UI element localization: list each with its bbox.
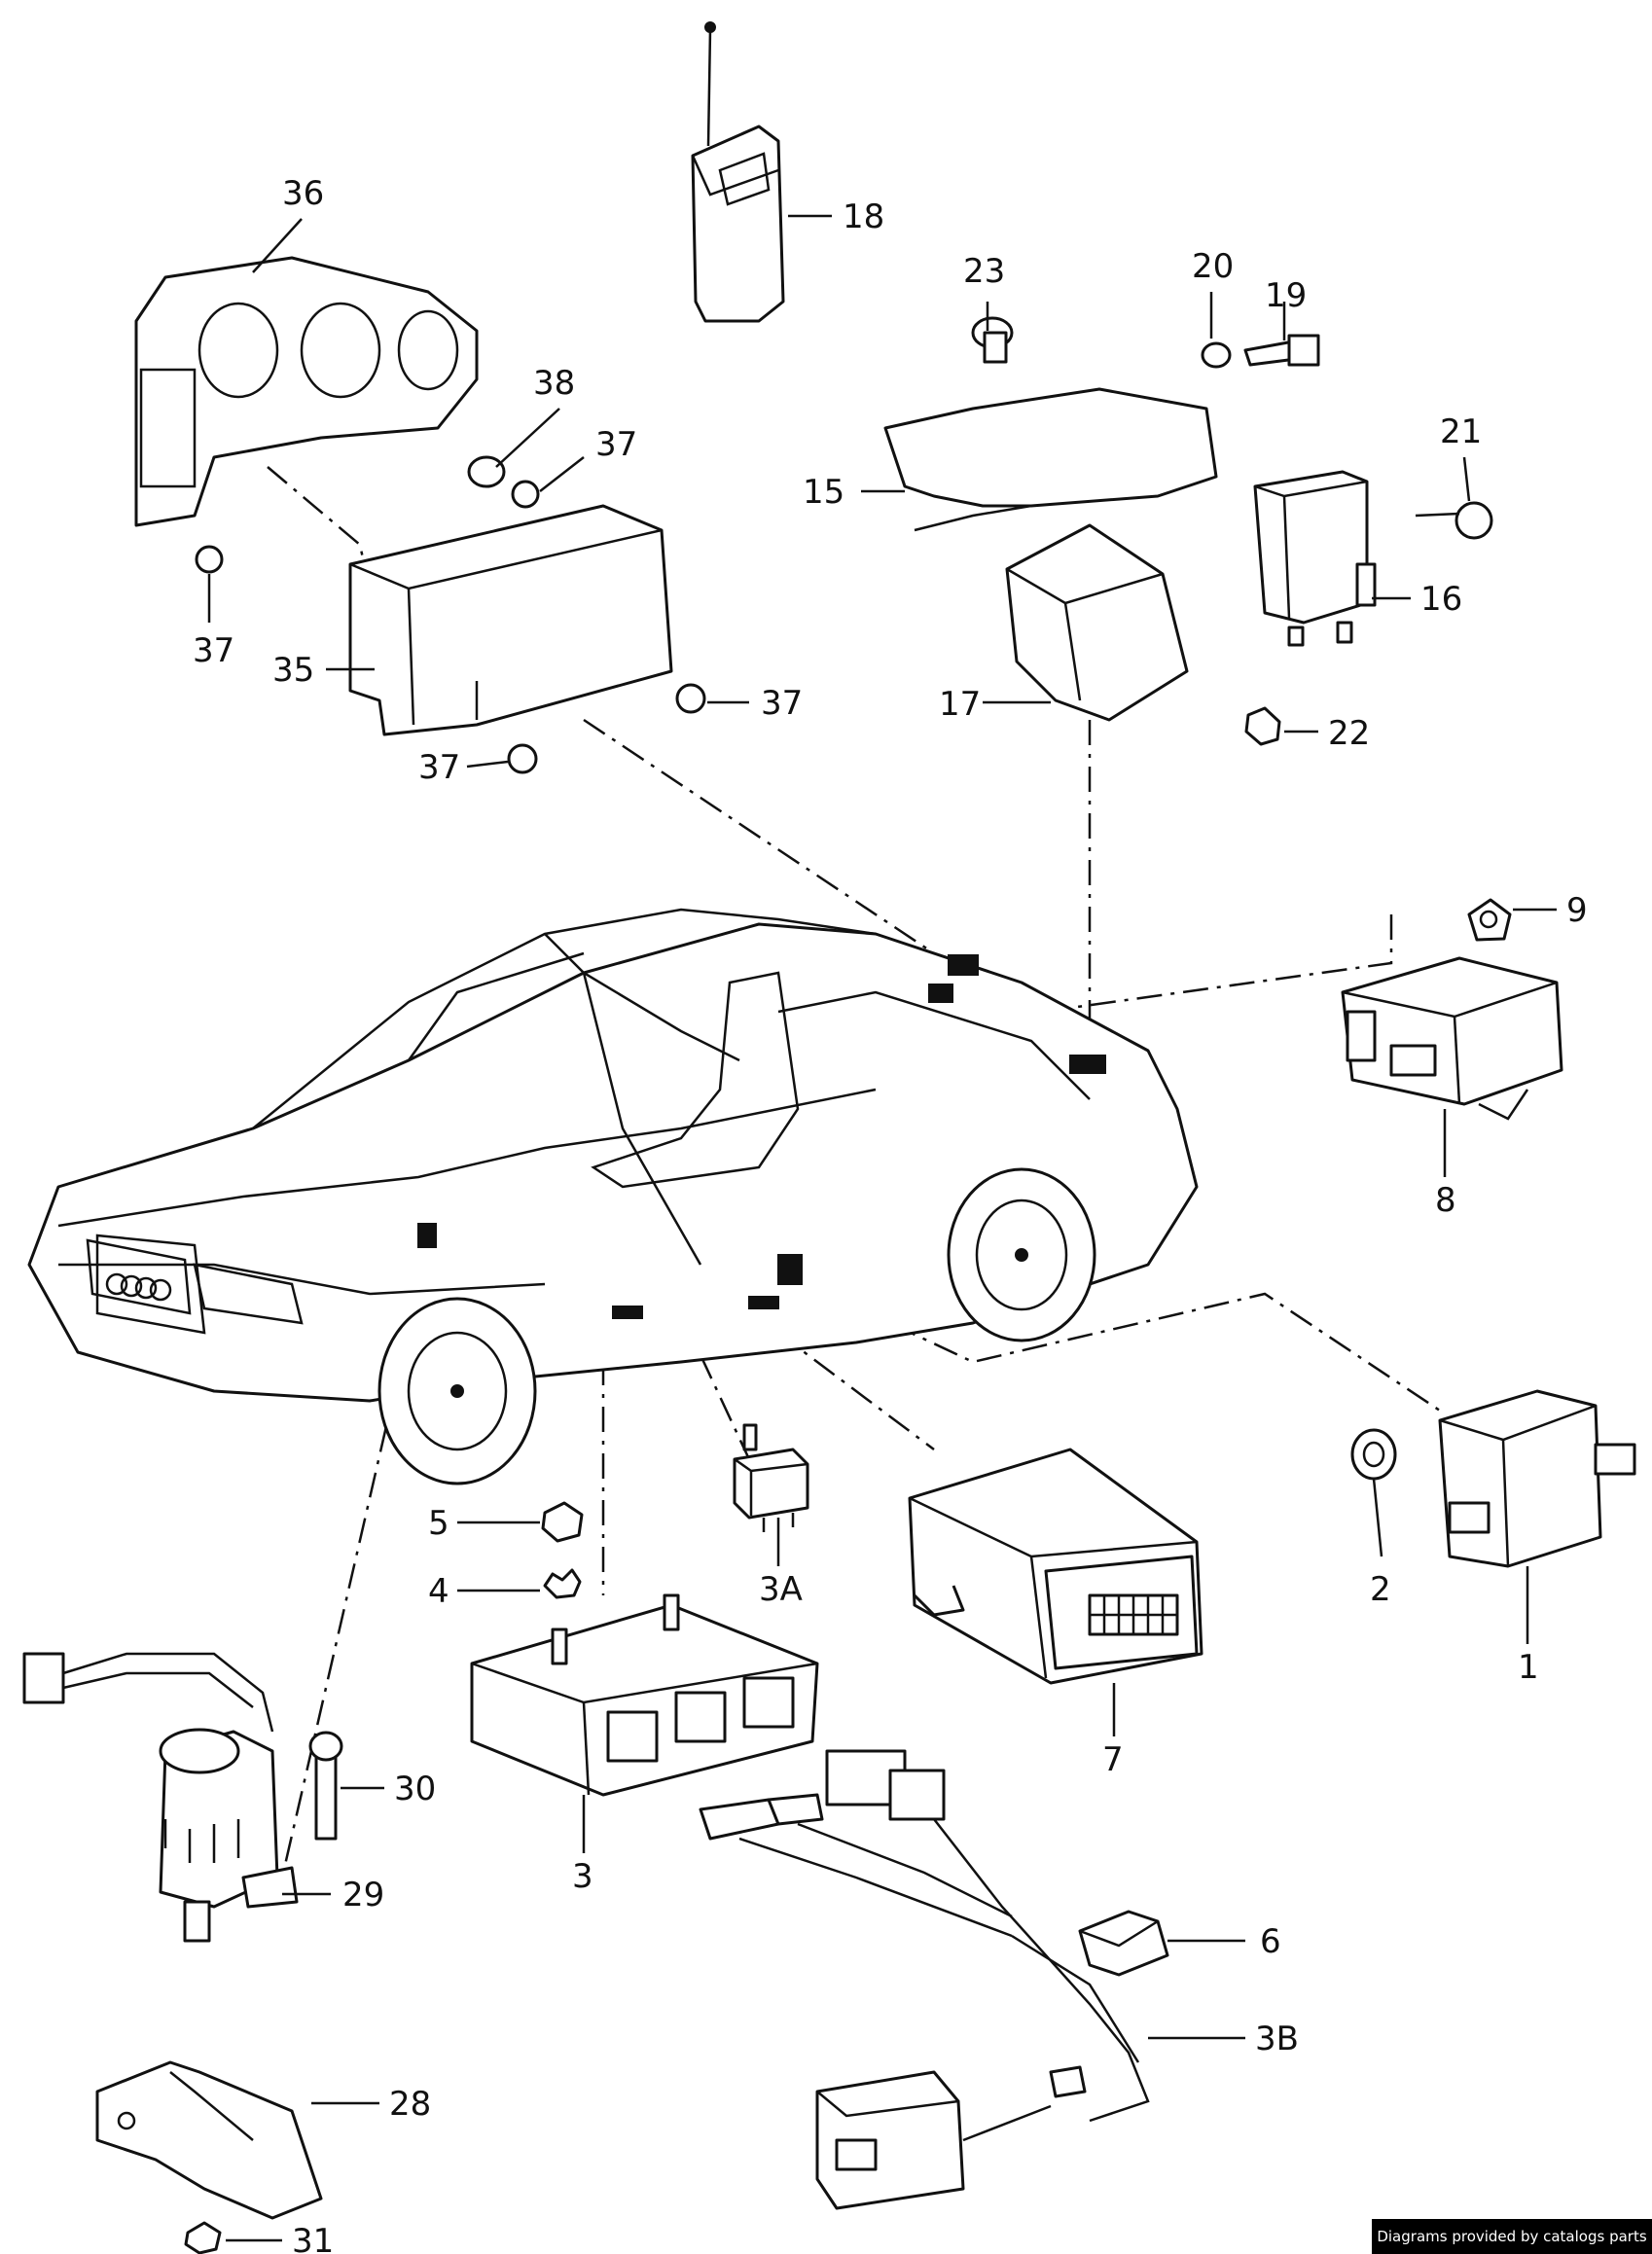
callout-7: 7 (1102, 1740, 1124, 1779)
callout-37a: 37 (595, 425, 637, 464)
part-36-bracket (134, 256, 479, 527)
nuts-37-38 (195, 455, 706, 774)
callout-6: 6 (1260, 1922, 1281, 1961)
callout-labels: 18 36 23 20 19 21 38 37 15 16 37 35 17 3… (193, 174, 1588, 2254)
part-7-control-unit (908, 1448, 1203, 1685)
callout-17: 17 (939, 685, 981, 724)
callout-18: 18 (843, 197, 884, 236)
callout-20: 20 (1192, 247, 1234, 286)
audi-rings-icon (105, 1272, 172, 1302)
callout-9: 9 (1566, 891, 1588, 930)
part-2-nut (1350, 1428, 1397, 1481)
front-wheel-icon (377, 1297, 537, 1485)
callout-30: 30 (394, 1770, 436, 1808)
callout-37c: 37 (761, 684, 803, 723)
leader-lines (207, 214, 1557, 2242)
callout-5: 5 (428, 1504, 449, 1543)
callout-3a: 3A (759, 1570, 803, 1609)
callout-31: 31 (292, 2222, 334, 2254)
callout-3b: 3B (1255, 2020, 1299, 2058)
callout-37b: 37 (193, 631, 234, 670)
car-body (27, 908, 1199, 1485)
part-3a-relay (733, 1423, 809, 1532)
part-15-bracket (883, 387, 1218, 532)
part-17-control-unit (1005, 523, 1189, 722)
callout-38: 38 (533, 364, 575, 403)
callout-16: 16 (1420, 580, 1462, 619)
callout-19: 19 (1265, 276, 1307, 315)
part-4-washer (543, 1568, 582, 1599)
callout-8: 8 (1435, 1181, 1456, 1220)
part-28-29-30-31-actuator (22, 1652, 343, 2254)
part-1-control-unit (1438, 1389, 1636, 1568)
callout-29: 29 (342, 1876, 384, 1914)
callout-3: 3 (572, 1857, 593, 1896)
part-6-clip (1078, 1910, 1169, 1977)
callout-35: 35 (272, 651, 314, 690)
part-8-control-unit (1341, 956, 1563, 1121)
part-3b-wiring-harness (699, 1749, 1150, 2210)
part-18-remote-transmitter (691, 21, 785, 323)
callout-37d: 37 (418, 748, 460, 787)
part-16-module (1253, 470, 1377, 647)
callout-4: 4 (428, 1572, 449, 1611)
fasteners-19-23 (971, 316, 1493, 746)
callout-23: 23 (963, 252, 1005, 291)
callout-21: 21 (1440, 412, 1482, 451)
callout-1: 1 (1518, 1648, 1539, 1687)
rear-wheel-icon (947, 1167, 1096, 1342)
credit-banner: Diagrams provided by catalogs parts (1372, 2219, 1652, 2254)
callout-22: 22 (1328, 714, 1370, 753)
callout-28: 28 (389, 2085, 431, 2124)
part-3-relay-carrier (470, 1593, 819, 1797)
callout-2: 2 (1370, 1570, 1391, 1609)
part-5-nut (541, 1501, 584, 1543)
part-35-control-unit (348, 504, 673, 736)
callout-36: 36 (282, 174, 324, 213)
part-9-nut (1467, 898, 1512, 942)
callout-15: 15 (803, 473, 844, 512)
